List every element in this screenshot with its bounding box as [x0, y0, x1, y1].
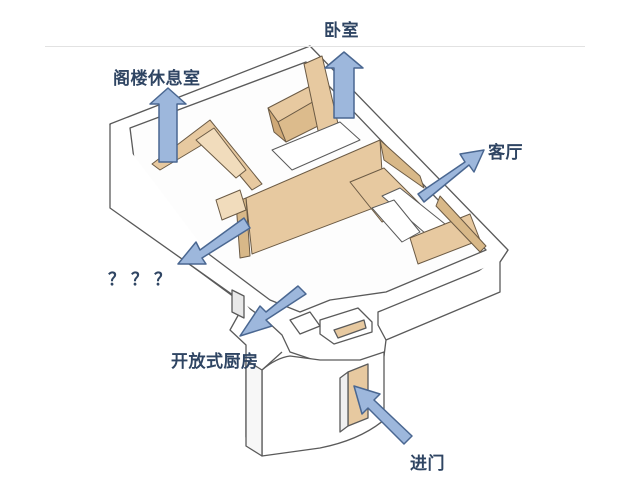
arrow-attic	[149, 87, 187, 163]
arrow-living	[417, 149, 485, 203]
label-open-kitchen: 开放式厨房	[171, 352, 259, 372]
label-unknown: ？？？	[108, 270, 177, 290]
arrow-kitchen	[239, 285, 307, 337]
arrow-bedroom	[324, 51, 364, 119]
label-bedroom: 卧室	[324, 21, 359, 41]
label-living-room: 客厅	[488, 143, 523, 163]
label-entrance: 进门	[410, 454, 445, 474]
label-attic-lounge: 阁楼休息室	[113, 69, 201, 89]
top-divider	[45, 46, 585, 47]
arrow-entrance	[353, 385, 413, 445]
entrance-block	[231, 289, 385, 457]
arrow-unknown	[177, 217, 251, 265]
arrows	[149, 51, 485, 445]
